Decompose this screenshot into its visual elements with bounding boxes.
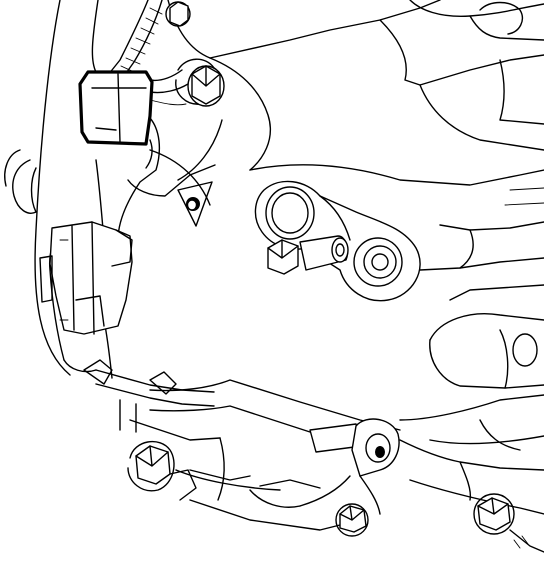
side-cover-features [399, 59, 544, 445]
lower-right-bolt [473, 493, 544, 553]
lower-center-bolt [335, 503, 369, 537]
highlighted-harness-connector [78, 70, 154, 146]
lower-connector [39, 221, 133, 335]
upper-mounting-bolt [175, 58, 225, 107]
triangular-boss [177, 181, 213, 227]
mounting-link-bracket [254, 180, 421, 302]
lower-left-bolt [127, 440, 197, 501]
wiring-harness [4, 0, 215, 407]
lower-bracket-rail [119, 379, 544, 531]
lower-wire-strap [83, 359, 321, 489]
top-bolt [165, 1, 191, 27]
